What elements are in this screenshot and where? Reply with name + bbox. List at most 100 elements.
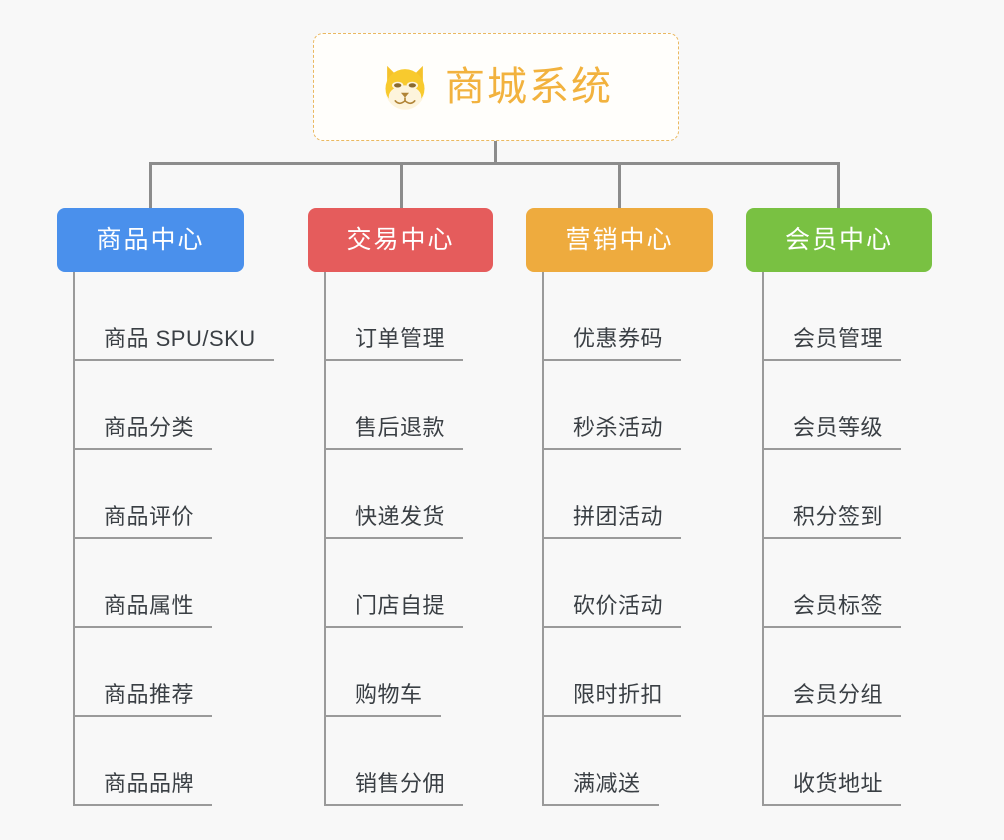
branch-header-trade-center[interactable]: 交易中心	[308, 208, 493, 272]
connector-drop-product-center	[149, 162, 152, 209]
leaf-label: 会员标签	[793, 592, 884, 618]
leaf-underline: 会员管理	[763, 325, 902, 361]
leaf-item[interactable]: 拼团活动	[526, 450, 713, 539]
leaf-item[interactable]: 商品 SPU/SKU	[57, 272, 274, 361]
leaf-item[interactable]: 会员分组	[746, 628, 932, 717]
branch-product-center: 商品中心商品 SPU/SKU 商品分类商品评价商品属性商品推荐商品品牌	[57, 208, 274, 806]
leaf-underline: 优惠券码	[543, 325, 682, 361]
leaf-item[interactable]: 会员等级	[746, 361, 932, 450]
leaf-label: 购物车	[355, 681, 423, 707]
leaf-label: 会员分组	[793, 681, 884, 707]
leaf-label: 商品品牌	[104, 770, 195, 796]
leaf-item[interactable]: 购物车	[308, 628, 493, 717]
leaf-underline: 快递发货	[325, 503, 464, 539]
leaf-underline: 销售分佣	[325, 770, 464, 806]
branch-leaf-list: 会员管理会员等级积分签到会员标签会员分组收货地址	[746, 272, 932, 806]
leaf-item[interactable]: 满减送	[526, 717, 713, 806]
leaf-label: 商品分类	[104, 414, 195, 440]
leaf-item[interactable]: 优惠券码	[526, 272, 713, 361]
leaf-label: 售后退款	[355, 414, 446, 440]
leaf-underline: 砍价活动	[543, 592, 682, 628]
leaf-underline: 满减送	[543, 770, 659, 806]
leaf-underline: 商品属性	[74, 592, 213, 628]
leaf-label: 拼团活动	[573, 503, 664, 529]
leaf-item[interactable]: 限时折扣	[526, 628, 713, 717]
leaf-underline: 商品品牌	[74, 770, 213, 806]
branch-header-label: 会员中心	[784, 225, 893, 254]
branch-trunk-marketing-center	[542, 272, 544, 806]
leaf-underline: 商品 SPU/SKU	[74, 325, 274, 361]
connector-drop-member-center	[837, 162, 840, 209]
branch-trunk-member-center	[762, 272, 764, 806]
leaf-underline: 售后退款	[325, 414, 464, 450]
leaf-underline: 会员分组	[763, 681, 902, 717]
branch-leaf-list: 订单管理售后退款快递发货门店自提购物车销售分佣	[308, 272, 493, 806]
connector-drop-trade-center	[400, 162, 403, 209]
root-title: 商城系统	[445, 65, 613, 109]
leaf-label: 商品推荐	[104, 681, 195, 707]
branch-trade-center: 交易中心订单管理售后退款快递发货门店自提购物车销售分佣	[308, 208, 493, 806]
leaf-label: 会员等级	[793, 414, 884, 440]
leaf-item[interactable]: 快递发货	[308, 450, 493, 539]
leaf-item[interactable]: 商品评价	[57, 450, 244, 539]
leaf-item[interactable]: 商品分类	[57, 361, 244, 450]
leaf-underline: 购物车	[325, 681, 441, 717]
leaf-underline: 限时折扣	[543, 681, 682, 717]
branch-leaf-list: 优惠券码秒杀活动拼团活动砍价活动限时折扣满减送	[526, 272, 713, 806]
leaf-item[interactable]: 秒杀活动	[526, 361, 713, 450]
leaf-item[interactable]: 商品推荐	[57, 628, 244, 717]
branch-member-center: 会员中心会员管理会员等级积分签到会员标签会员分组收货地址	[746, 208, 932, 806]
connector-horizontal-bus	[149, 162, 840, 165]
leaf-item[interactable]: 售后退款	[308, 361, 493, 450]
leaf-label: 收货地址	[793, 770, 884, 796]
leaf-label: 满减送	[573, 770, 641, 796]
leaf-underline: 商品分类	[74, 414, 213, 450]
leaf-underline: 商品推荐	[74, 681, 213, 717]
leaf-label: 会员管理	[793, 325, 884, 351]
leaf-label: 订单管理	[355, 325, 446, 351]
leaf-item[interactable]: 收货地址	[746, 717, 932, 806]
connector-drop-marketing-center	[618, 162, 621, 209]
leaf-underline: 收货地址	[763, 770, 902, 806]
leaf-label: 商品评价	[104, 503, 195, 529]
leaf-label: 限时折扣	[573, 681, 664, 707]
branch-header-label: 营销中心	[565, 225, 674, 254]
leaf-item[interactable]: 销售分佣	[308, 717, 493, 806]
branch-marketing-center: 营销中心优惠券码秒杀活动拼团活动砍价活动限时折扣满减送	[526, 208, 713, 806]
leaf-label: 优惠券码	[573, 325, 664, 351]
leaf-item[interactable]: 砍价活动	[526, 539, 713, 628]
leaf-item[interactable]: 会员管理	[746, 272, 932, 361]
leaf-item[interactable]: 商品属性	[57, 539, 244, 628]
root-node[interactable]: 商城系统	[313, 33, 679, 141]
leaf-item[interactable]: 会员标签	[746, 539, 932, 628]
shiba-dog-face-icon	[385, 65, 425, 110]
leaf-label: 秒杀活动	[573, 414, 664, 440]
leaf-underline: 商品评价	[74, 503, 213, 539]
branch-header-marketing-center[interactable]: 营销中心	[526, 208, 713, 272]
branch-header-member-center[interactable]: 会员中心	[746, 208, 932, 272]
leaf-underline: 会员标签	[763, 592, 902, 628]
leaf-label: 快递发货	[355, 503, 446, 529]
branch-trunk-product-center	[73, 272, 75, 806]
branch-leaf-list: 商品 SPU/SKU 商品分类商品评价商品属性商品推荐商品品牌	[57, 272, 274, 806]
leaf-label: 销售分佣	[355, 770, 446, 796]
leaf-underline: 订单管理	[325, 325, 464, 361]
leaf-item[interactable]: 商品品牌	[57, 717, 244, 806]
leaf-label: 商品属性	[104, 592, 195, 618]
leaf-underline: 秒杀活动	[543, 414, 682, 450]
leaf-label: 积分签到	[793, 503, 884, 529]
leaf-underline: 拼团活动	[543, 503, 682, 539]
branch-header-label: 交易中心	[346, 225, 455, 254]
leaf-label: 砍价活动	[573, 592, 664, 618]
leaf-underline: 会员等级	[763, 414, 902, 450]
leaf-item[interactable]: 订单管理	[308, 272, 493, 361]
leaf-underline: 门店自提	[325, 593, 464, 628]
branch-trunk-trade-center	[324, 272, 326, 806]
leaf-item[interactable]: 积分签到	[746, 450, 932, 539]
leaf-item[interactable]: 门店自提	[308, 539, 493, 628]
branch-header-label: 商品中心	[96, 225, 205, 254]
branch-header-product-center[interactable]: 商品中心	[57, 208, 244, 272]
connector-root-stem	[494, 141, 497, 165]
leaf-label: 商品 SPU/SKU	[104, 325, 256, 351]
